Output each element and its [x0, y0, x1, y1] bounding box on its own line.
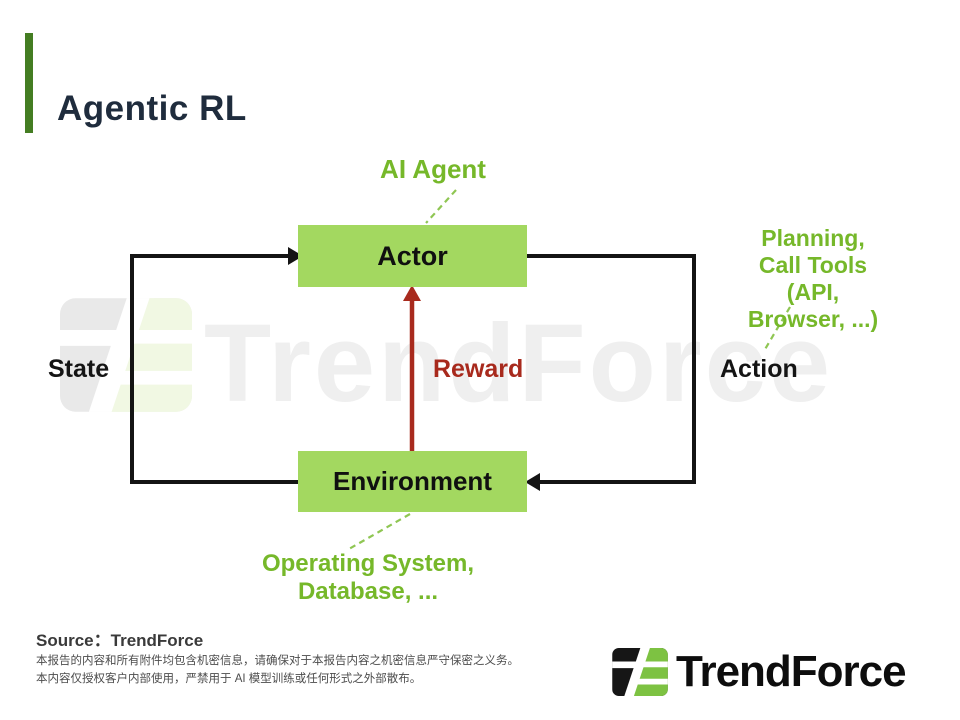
operating-system-database-label: Operating System, Database, ... [261, 550, 475, 605]
actor-node: Actor [298, 225, 527, 287]
title-accent-bar [25, 33, 33, 133]
reward-arrowhead [403, 285, 421, 301]
environment-node: Environment [298, 451, 527, 512]
trendforce-logo-icon [612, 648, 668, 696]
ai-agent-label: AI Agent [380, 154, 486, 184]
trendforce-logo: TrendForce [612, 646, 907, 698]
source-credit: Source：TrendForce [36, 631, 204, 650]
reward-label: Reward [433, 355, 524, 383]
page-title: Agentic RL [57, 89, 247, 129]
trendforce-logo-text: TrendForce [676, 647, 907, 696]
state-label: State [48, 355, 110, 383]
disclaimer-line-1: 本报告的内容和所有附件均包含机密信息，请确保对于本报告内容之机密信息严守保密之义… [36, 655, 519, 667]
trendforce-watermark-text: TrendForce [204, 302, 834, 425]
planning-call-tools-label: Planning, Call Tools (API, Browser, ...) [747, 225, 879, 332]
action-label: Action [720, 355, 798, 383]
action-arrowhead [525, 473, 540, 491]
disclaimer-line-2: 本内容仅授权客户内部使用，严禁用于 AI 模型训练或任何形式之外部散布。 [36, 673, 422, 685]
